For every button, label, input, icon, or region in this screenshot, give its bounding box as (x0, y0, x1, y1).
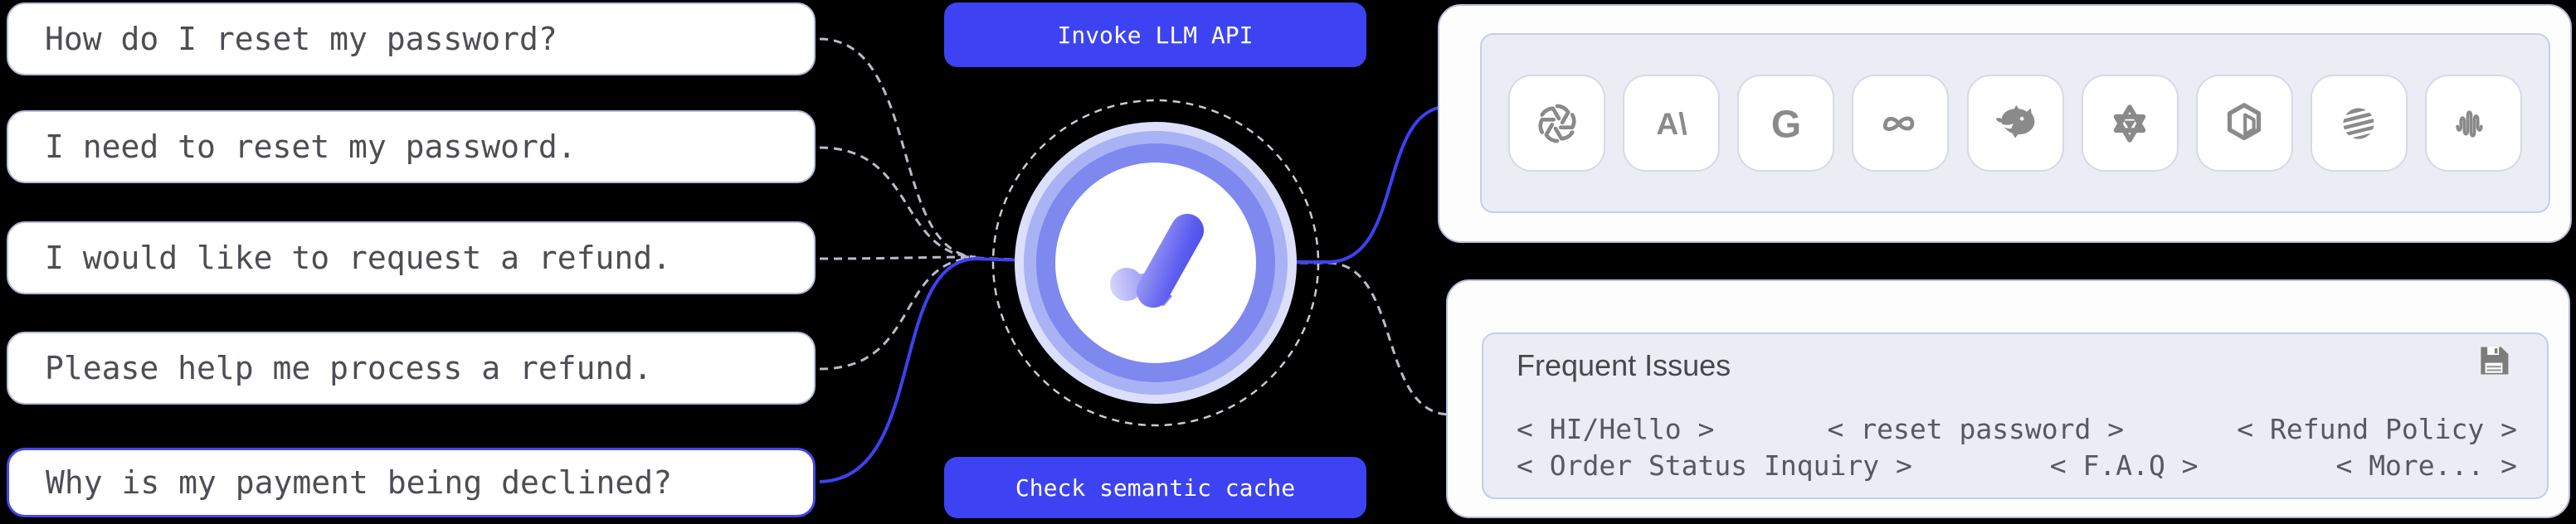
gateway-logo-icon (1110, 213, 1205, 308)
anthropic-icon[interactable]: A\ (1623, 75, 1721, 172)
tag-order-status[interactable]: < Order Status Inquiry > (1517, 449, 1912, 482)
tag-row-2: < Order Status Inquiry > < F.A.Q > < Mor… (1517, 452, 2517, 480)
query-text: I need to reset my password. (45, 129, 577, 165)
svg-text:A\: A\ (1656, 105, 1687, 140)
tag-refund-policy[interactable]: < Refund Policy > (2237, 413, 2517, 445)
query-box-1[interactable]: How do I reset my password? (7, 2, 816, 75)
check-semantic-cache-button[interactable]: Check semantic cache (944, 457, 1366, 518)
tag-more[interactable]: < More... > (2335, 449, 2517, 482)
llm-providers-card: A\ G (1438, 4, 2572, 243)
striped-globe-icon[interactable] (2310, 75, 2408, 172)
deepseek-whale-icon[interactable] (1966, 75, 2064, 172)
openai-icon[interactable] (1508, 75, 1605, 172)
query-box-3[interactable]: I would like to request a refund. (7, 221, 816, 294)
save-floppy-icon[interactable] (2476, 344, 2511, 377)
invoke-llm-api-button[interactable]: Invoke LLM API (944, 2, 1366, 67)
google-icon[interactable]: G (1737, 75, 1835, 172)
query-box-5-highlighted[interactable]: Why is my payment being declined? (7, 448, 816, 517)
query-box-4[interactable]: Please help me process a refund. (7, 332, 816, 405)
tag-row-1: < HI/Hello > < reset password > < Refund… (1517, 415, 2517, 444)
prism-cube-icon[interactable] (2195, 75, 2293, 172)
query-text: Please help me process a refund. (45, 350, 653, 386)
tag-reset-password[interactable]: < reset password > (1827, 413, 2125, 445)
query-text: Why is my payment being declined? (46, 464, 672, 501)
frequent-issues-title: Frequent Issues (1517, 348, 1731, 382)
query-text: I would like to request a refund. (45, 240, 671, 276)
tag-hi-hello[interactable]: < HI/Hello > (1517, 413, 1715, 445)
frequent-issues-card: Frequent Issues < HI/Hello > < reset pas… (1446, 279, 2570, 518)
hexagram-star-icon[interactable] (2081, 75, 2179, 172)
meta-icon[interactable] (1852, 75, 1950, 172)
query-box-2[interactable]: I need to reset my password. (7, 110, 816, 183)
query-text: How do I reset my password? (45, 21, 558, 57)
svg-text:G: G (1771, 102, 1801, 145)
tag-faq[interactable]: < F.A.Q > (2049, 449, 2199, 482)
providers-panel: A\ G (1480, 33, 2550, 213)
frequent-issues-panel: Frequent Issues < HI/Hello > < reset pas… (1482, 332, 2549, 499)
waveform-icon[interactable] (2425, 75, 2522, 172)
